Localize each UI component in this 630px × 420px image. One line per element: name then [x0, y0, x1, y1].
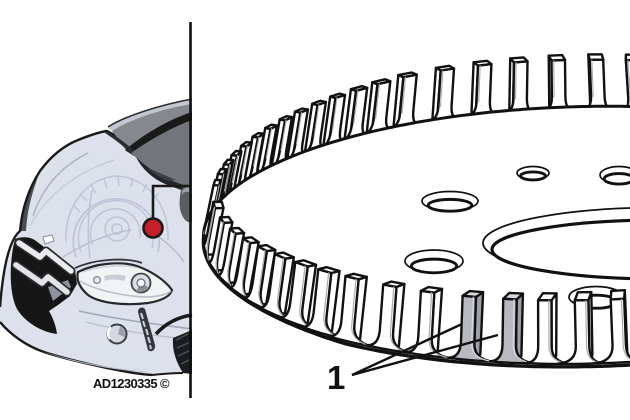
svg-text:AD1230335 ©: AD1230335 © — [93, 376, 170, 391]
svg-text:1: 1 — [327, 359, 345, 396]
